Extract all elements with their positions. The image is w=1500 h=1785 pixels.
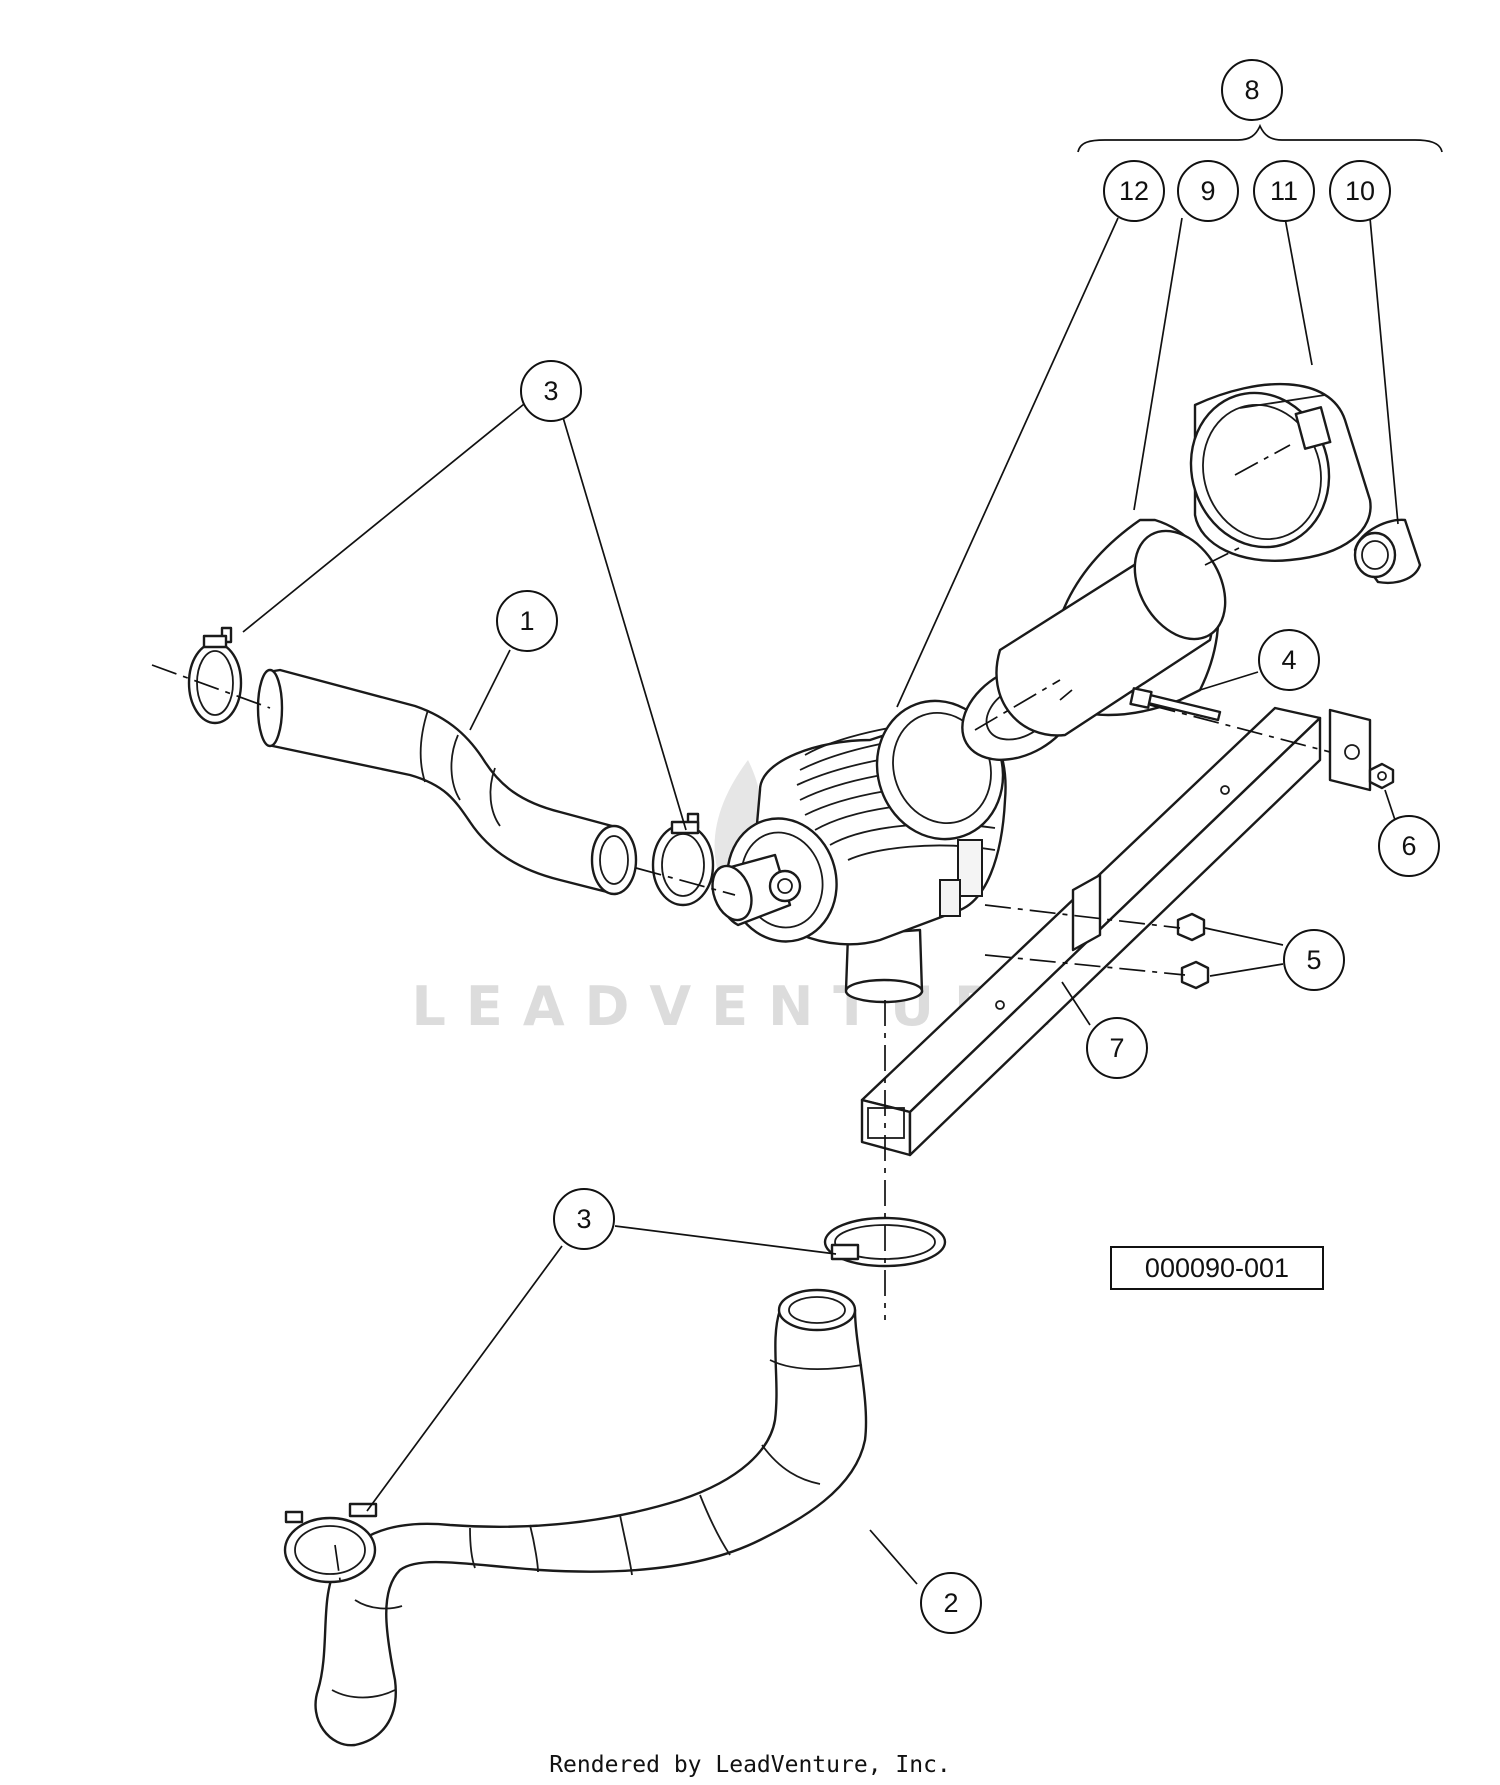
part-clamp-upper-left <box>187 626 243 725</box>
svg-text:10: 10 <box>1345 176 1375 206</box>
reference-code: 000090-001 <box>1145 1253 1289 1283</box>
part-clamp-lower-left <box>283 1502 378 1584</box>
svg-text:6: 6 <box>1401 831 1416 861</box>
part-bolt <box>1129 687 1222 722</box>
svg-text:8: 8 <box>1244 75 1259 105</box>
svg-text:9: 9 <box>1200 176 1215 206</box>
footer-credit: Rendered by LeadVenture, Inc. <box>549 1752 951 1778</box>
part-clamp-middle <box>651 812 715 907</box>
assembly-centerlines <box>151 444 1331 1581</box>
svg-text:11: 11 <box>1270 176 1298 206</box>
callout-3-lower: 3 <box>553 1188 615 1250</box>
svg-text:1: 1 <box>519 606 534 636</box>
callout-8: 8 <box>1221 59 1283 121</box>
part-hose-upper <box>256 668 638 896</box>
svg-text:3: 3 <box>543 376 558 406</box>
svg-text:3: 3 <box>576 1204 591 1234</box>
callout-6: 6 <box>1378 815 1440 877</box>
callout-9: 9 <box>1177 160 1239 222</box>
callout-11: 11 <box>1253 160 1315 222</box>
callout-10: 10 <box>1329 160 1391 222</box>
svg-text:12: 12 <box>1119 176 1149 206</box>
callout-1: 1 <box>496 590 558 652</box>
callout-5: 5 <box>1283 929 1345 991</box>
part-mount-bar <box>860 706 1372 1157</box>
svg-text:4: 4 <box>1281 645 1296 675</box>
part-housing <box>711 699 1007 1004</box>
part-nut <box>1368 762 1395 790</box>
part-cover <box>1189 382 1372 562</box>
part-hose-lower <box>314 1288 868 1747</box>
svg-text:2: 2 <box>943 1588 958 1618</box>
part-valve <box>1353 518 1422 584</box>
part-screws <box>1176 912 1210 990</box>
svg-text:5: 5 <box>1306 945 1321 975</box>
svg-text:7: 7 <box>1109 1033 1124 1063</box>
callout-3-upper: 3 <box>520 360 582 422</box>
leader-lines <box>242 217 1399 1585</box>
callout-4: 4 <box>1258 629 1320 691</box>
callout-12: 12 <box>1103 160 1165 222</box>
reference-code-box: 000090-001 <box>1110 1246 1324 1290</box>
callout-2: 2 <box>920 1572 982 1634</box>
kit-bracket <box>1077 123 1443 153</box>
callout-7: 7 <box>1086 1017 1148 1079</box>
part-filter-element <box>961 518 1227 761</box>
